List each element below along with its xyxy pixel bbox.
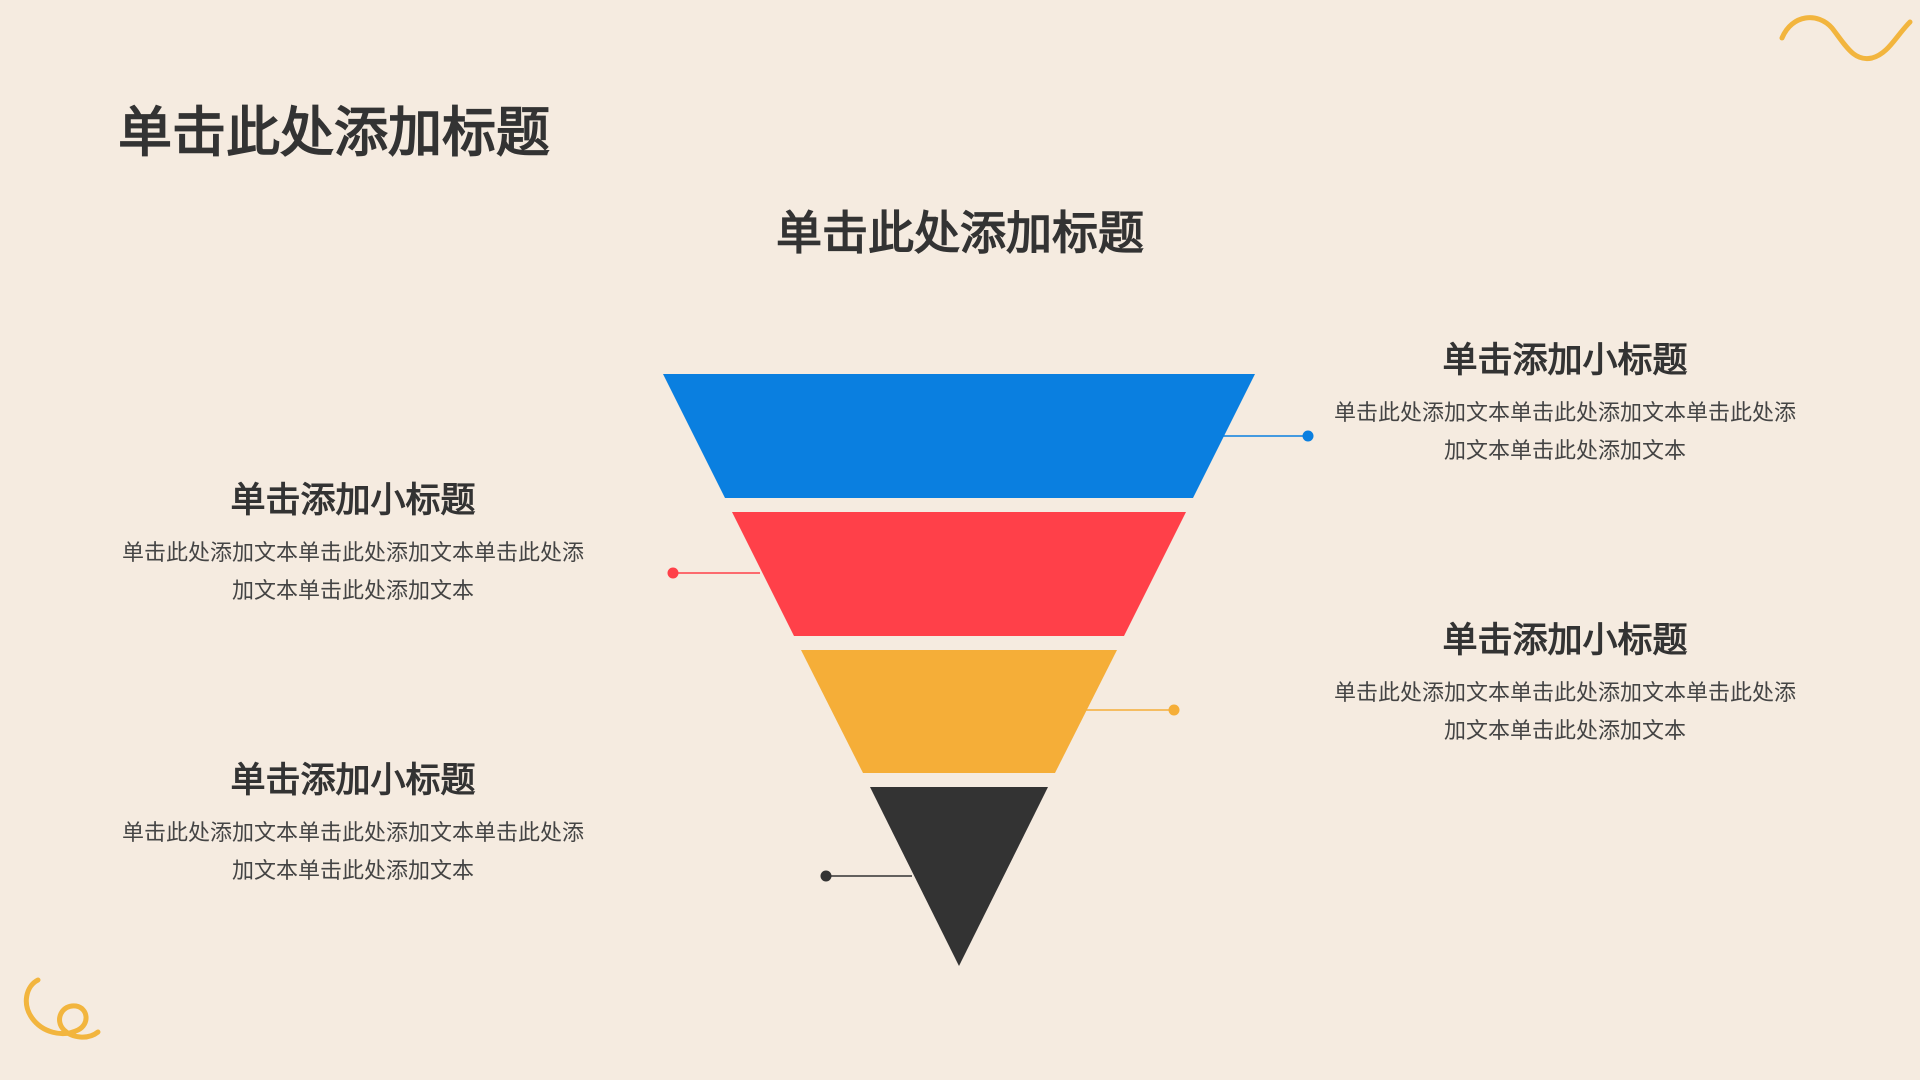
- funnel-level-2[interactable]: [732, 512, 1186, 636]
- level-1-text-block: 单击添加小标题 单击此处添加文本单击此处添加文本单击此处添加文本单击此处添加文本: [1305, 332, 1825, 471]
- level-2-body[interactable]: 单击此处添加文本单击此处添加文本单击此处添加文本单击此处添加文本: [121, 541, 584, 604]
- connector-dot-3: [1168, 704, 1180, 716]
- funnel-level-1[interactable]: [663, 374, 1255, 498]
- level-2-text-block: 单击添加小标题 单击此处添加文本单击此处添加文本单击此处添加文本单击此处添加文本: [93, 472, 613, 611]
- level-2-subtitle[interactable]: 单击添加小标题: [230, 481, 476, 521]
- connector-dot-2: [667, 567, 679, 579]
- swirl-decoration-icon: [23, 977, 101, 1040]
- level-1-body[interactable]: 单击此处添加文本单击此处添加文本单击此处添加文本单击此处添加文本: [1333, 401, 1796, 464]
- level-4-text-block: 单击添加小标题 单击此处添加文本单击此处添加文本单击此处添加文本单击此处添加文本: [93, 752, 613, 891]
- level-3-subtitle[interactable]: 单击添加小标题: [1442, 621, 1688, 661]
- level-1-subtitle[interactable]: 单击添加小标题: [1442, 341, 1688, 381]
- slide-title[interactable]: 单击此处添加标题: [118, 101, 550, 164]
- level-4-body[interactable]: 单击此处添加文本单击此处添加文本单击此处添加文本单击此处添加文本: [121, 821, 584, 884]
- funnel-level-3[interactable]: [801, 650, 1117, 773]
- diagram-title[interactable]: 单击此处添加标题: [776, 206, 1144, 260]
- level-3-text-block: 单击添加小标题 单击此处添加文本单击此处添加文本单击此处添加文本单击此处添加文本: [1305, 612, 1825, 751]
- level-4-subtitle[interactable]: 单击添加小标题: [230, 761, 476, 801]
- connector-dot-4: [820, 870, 832, 882]
- level-3-body[interactable]: 单击此处添加文本单击此处添加文本单击此处添加文本单击此处添加文本: [1333, 681, 1796, 744]
- connector-dot-1: [1302, 430, 1314, 442]
- funnel-level-4[interactable]: [870, 787, 1048, 966]
- squiggle-decoration-icon: [1779, 15, 1913, 62]
